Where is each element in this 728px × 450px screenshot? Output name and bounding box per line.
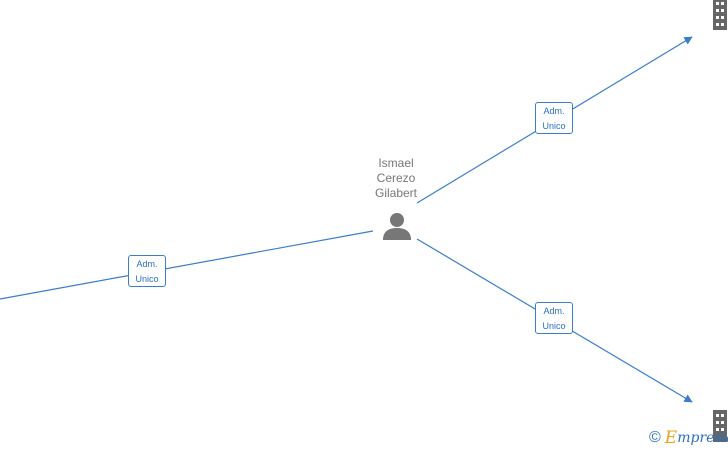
role-line1: Adm. <box>136 259 158 269</box>
person-name-line: Cerezo <box>376 171 416 185</box>
building-icon[interactable] <box>711 0 727 30</box>
person-name-line: Ismael <box>378 156 414 170</box>
building-icon[interactable] <box>711 410 727 442</box>
role-box-lower-right[interactable]: Adm. Unico <box>535 302 573 334</box>
brand-initial: E <box>664 428 678 448</box>
role-line1: Adm. <box>543 306 565 316</box>
brand-name: mpresia <box>677 430 728 446</box>
brand-footer: © E mpresia <box>649 428 728 448</box>
person-icon[interactable] <box>382 211 412 241</box>
person-name[interactable]: Ismael Cerezo Gilabert <box>355 156 437 201</box>
link-left <box>0 230 374 300</box>
role-box-left[interactable]: Adm. Unico <box>128 255 166 287</box>
person-name-line: Gilabert <box>374 186 418 200</box>
role-line2: Unico <box>542 321 566 331</box>
role-line2: Unico <box>135 274 159 284</box>
role-line2: Unico <box>542 121 566 131</box>
role-line1: Adm. <box>543 106 565 116</box>
role-box-upper-right[interactable]: Adm. Unico <box>535 102 573 134</box>
copyright-symbol: © <box>649 429 661 446</box>
